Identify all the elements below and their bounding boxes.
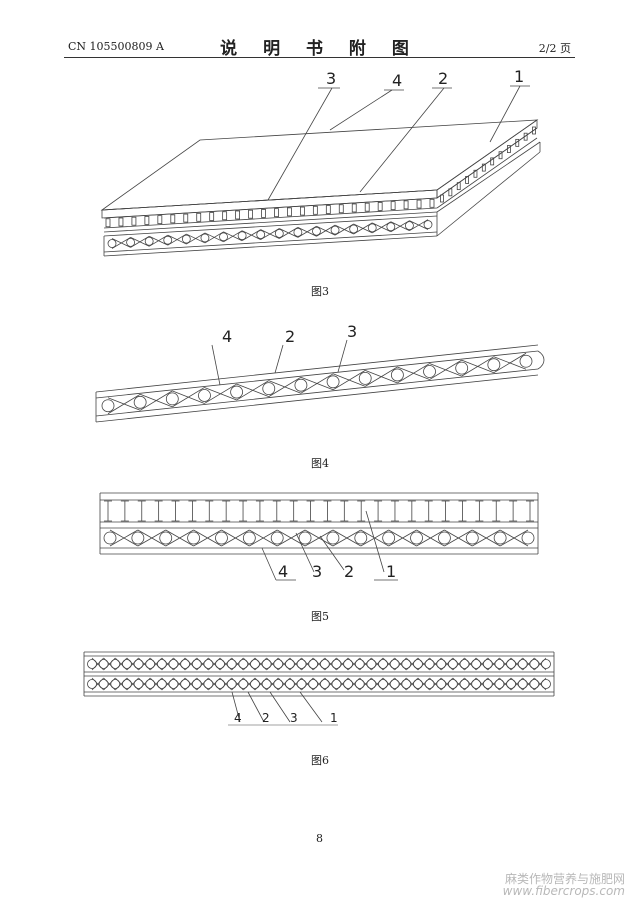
page-number: 8 (316, 832, 323, 845)
fig6-label-2: 2 (262, 711, 270, 725)
watermark-url: www.fibercrops.com (502, 884, 625, 898)
figure-3-caption: 图3 (311, 285, 329, 298)
fig4-label-4: 4 (222, 327, 232, 346)
figure-6-drawing (83, 651, 555, 726)
figure-6-caption: 图6 (311, 754, 329, 767)
figure-4-caption: 图4 (311, 457, 329, 470)
fig3-label-4: 4 (392, 71, 402, 90)
page-title: 说 明 书 附 图 (220, 39, 419, 59)
fig6-label-1: 1 (330, 711, 338, 725)
fig4-label-2: 2 (285, 327, 295, 346)
fig5-label-3: 3 (312, 562, 322, 581)
figure-5-drawing (99, 492, 539, 581)
page-indicator: 2/2 页 (538, 42, 571, 55)
fig6-label-4: 4 (234, 711, 242, 725)
fig5-label-1: 1 (386, 562, 396, 581)
fig6-label-3: 3 (290, 711, 298, 725)
publication-number: CN 105500809 A (68, 40, 164, 53)
watermark-text: 麻类作物营养与施肥网 (504, 872, 625, 886)
fig3-label-1: 1 (514, 67, 524, 86)
fig3-label-3: 3 (326, 69, 336, 88)
fig5-label-4: 4 (278, 562, 288, 581)
figure-4-drawing (95, 339, 545, 423)
fig3-label-2: 2 (438, 69, 448, 88)
figure-5-caption: 图5 (311, 610, 329, 623)
figure-3-drawing (100, 85, 541, 257)
fig4-label-3: 3 (347, 322, 357, 341)
fig5-label-2: 2 (344, 562, 354, 581)
header-rule (64, 57, 575, 58)
